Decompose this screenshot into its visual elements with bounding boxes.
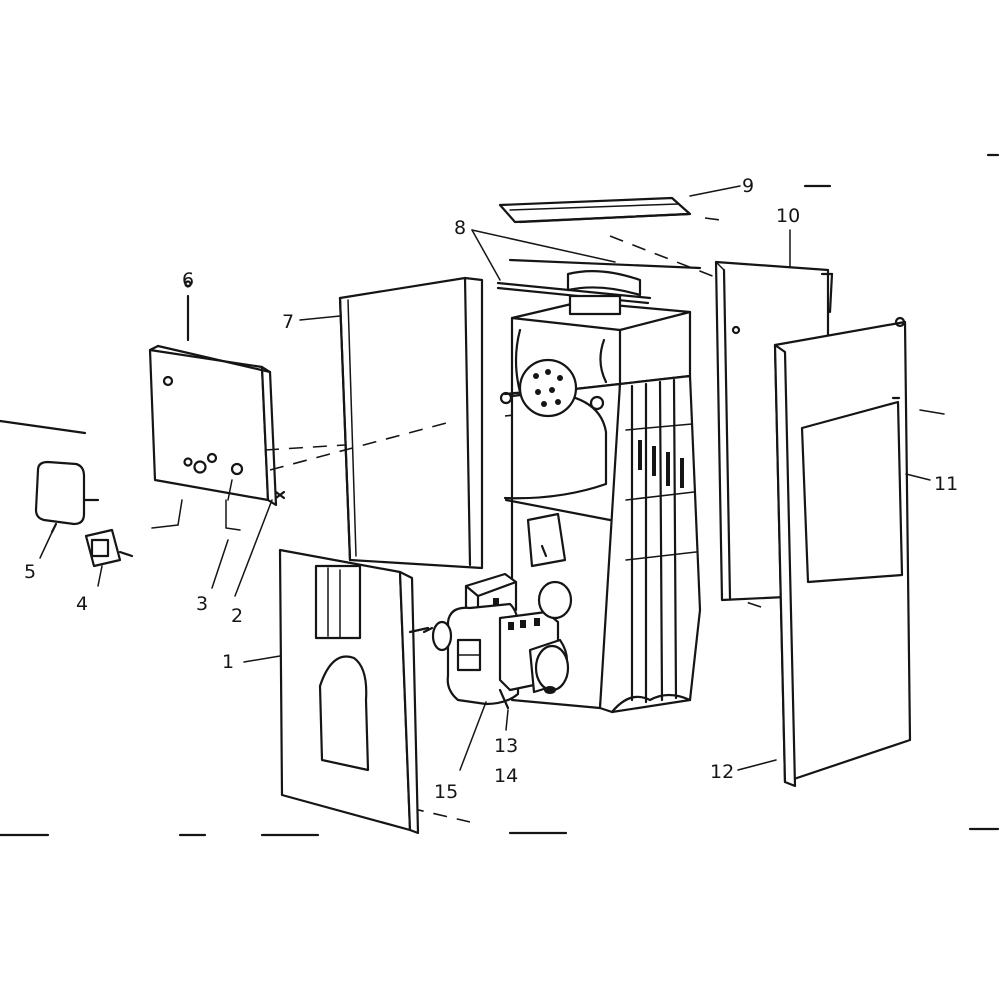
callout-labels: 1 2 3 4 5 6 7 8 9 10 11 12 13 14 15: [24, 175, 958, 803]
part-12-right-front-panel: [773, 316, 912, 788]
part-7-left-side-panel: [338, 276, 484, 570]
callout-4: 4: [76, 593, 88, 615]
callout-2: 2: [231, 605, 243, 627]
part-8-top-rails: [496, 258, 702, 305]
part-6-rear-plate: [148, 280, 278, 507]
part-4-switch: [84, 528, 134, 568]
callout-13: 13: [494, 735, 518, 757]
callout-12: 12: [710, 761, 734, 783]
callout-11: 11: [934, 473, 958, 495]
callout-7: 7: [282, 311, 294, 333]
callout-3: 3: [196, 593, 208, 615]
part-2-3-brackets: [151, 490, 286, 531]
callout-9: 9: [742, 175, 754, 197]
part-5-relay-box: [34, 460, 100, 534]
border-ticks: [0, 153, 1000, 837]
burner-assembly: [422, 572, 573, 710]
callout-6: 6: [182, 269, 194, 291]
callout-14: 14: [494, 765, 518, 787]
part-1-front-panel: [278, 548, 430, 835]
callout-10: 10: [776, 205, 800, 227]
callout-5: 5: [24, 561, 36, 583]
part-9-top-plate: [498, 196, 692, 224]
leader-lines: [39, 185, 945, 771]
callout-1: 1: [222, 651, 234, 673]
callout-8: 8: [454, 217, 466, 239]
callout-15: 15: [434, 781, 458, 803]
